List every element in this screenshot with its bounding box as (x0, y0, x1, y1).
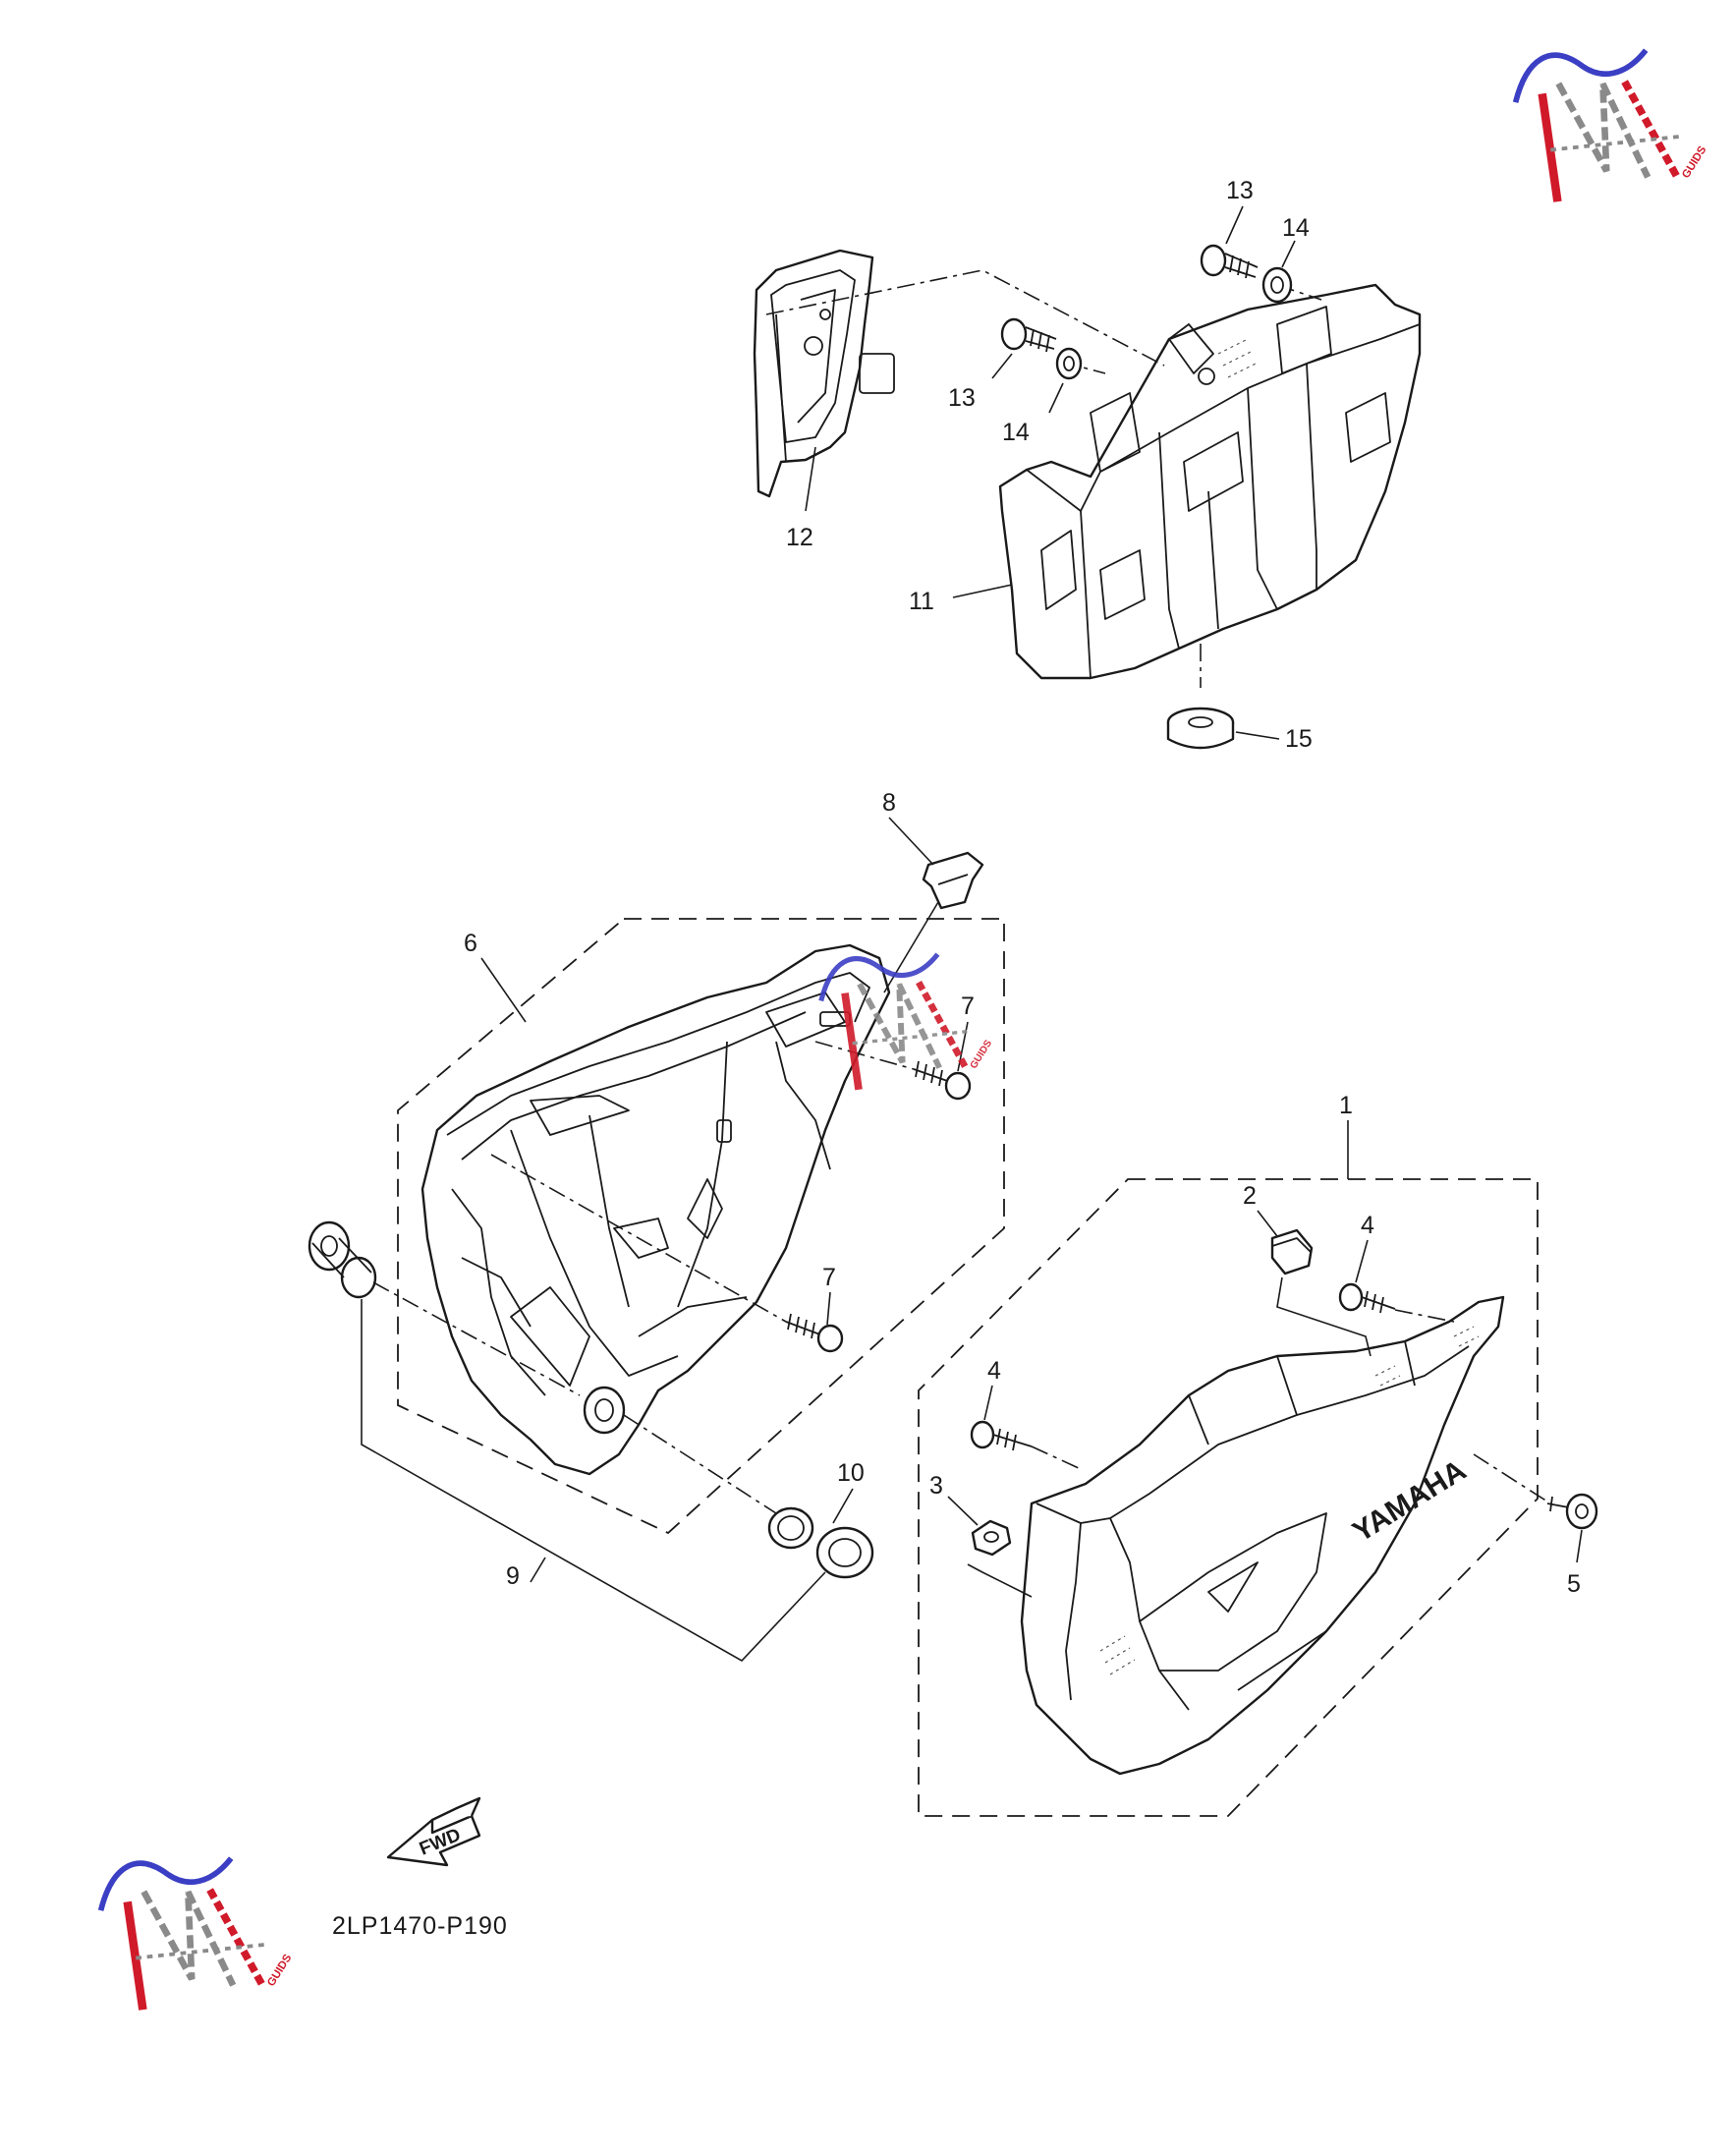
screw-4-lower (970, 1420, 1033, 1451)
leader-2 (1257, 1210, 1278, 1237)
screw-4-upper (1338, 1282, 1396, 1314)
svg-text:GUIDS: GUIDS (969, 1038, 995, 1070)
svg-text:GUIDS: GUIDS (265, 1952, 295, 1988)
watermark-logo-bottom-left: GUIDS (90, 1826, 295, 2032)
bolt-13-upper (1200, 244, 1259, 279)
damper-15 (1166, 707, 1235, 750)
leader-3 (947, 1496, 979, 1526)
callout-9: 9 (506, 1562, 520, 1590)
leader-7b (826, 1291, 831, 1326)
callout-6: 6 (464, 930, 477, 957)
washer-14-upper (1261, 266, 1293, 304)
callout-2: 2 (1243, 1182, 1257, 1210)
watermark-logo-top-right: GUIDS (1505, 18, 1709, 224)
side-cover-left-6 (420, 943, 891, 1476)
screw-7-upper (913, 1060, 972, 1101)
leader-4b (983, 1385, 993, 1421)
leader-11 (952, 584, 1013, 598)
callout-11: 11 (909, 588, 934, 615)
kit-box-1 (918, 1178, 1539, 1817)
callout-3: 3 (929, 1472, 943, 1500)
grommet-10 (767, 1506, 874, 1579)
callout-14-upper: 14 (1282, 214, 1310, 242)
leader-5 (1576, 1529, 1583, 1563)
leader-15 (1235, 731, 1280, 740)
screw4a-line (1394, 1309, 1455, 1323)
svg-text:GUIDS: GUIDS (1680, 143, 1709, 180)
nut-2 (1270, 1228, 1314, 1275)
line-8-to-cover (883, 901, 939, 993)
bracket-to-tray-line (765, 269, 1165, 367)
cover-damper-9 (308, 1220, 377, 1299)
grommet10-line (623, 1414, 777, 1514)
leader-14a (1281, 240, 1296, 268)
leader-6 (480, 957, 527, 1023)
screw-7-lower (785, 1313, 844, 1353)
diagram-code: 2LP1470-P190 (332, 1912, 508, 1940)
leader-10 (832, 1488, 854, 1524)
side-cover-right-1: YAMAHA (1020, 1295, 1505, 1776)
callout-4-lower: 4 (987, 1357, 1001, 1385)
callout-12: 12 (786, 524, 813, 551)
callout-7-lower: 7 (822, 1264, 836, 1291)
washer-14-lower (1055, 347, 1083, 380)
damper9-line (372, 1281, 581, 1396)
battery-bracket-12 (753, 249, 895, 498)
screw7b-line (490, 1154, 787, 1323)
screw7a-line (814, 1041, 915, 1070)
leader-13a (1225, 205, 1244, 245)
screw4b-line (1031, 1445, 1082, 1470)
leader-13b (991, 353, 1013, 379)
callout-10: 10 (837, 1459, 865, 1487)
leader-12 (805, 446, 816, 512)
callout-14-lower: 14 (1002, 419, 1030, 446)
battery-tray-11 (998, 283, 1422, 680)
callout-4-upper: 4 (1361, 1212, 1374, 1239)
bolt-5 (1546, 1493, 1598, 1530)
line-3-to-cover (967, 1563, 1033, 1598)
grommet-8 (922, 851, 984, 910)
bolt5-line (1473, 1453, 1548, 1502)
leader-4a (1355, 1239, 1369, 1283)
washer-3 (971, 1519, 1012, 1557)
callout-7-upper: 7 (961, 992, 975, 1020)
callout-13-lower: 13 (948, 384, 976, 412)
leader-14b (1048, 382, 1064, 414)
fwd-arrow-icon: FWD (386, 1796, 481, 1867)
callout-13-upper: 13 (1226, 177, 1254, 204)
callout-1: 1 (1339, 1092, 1353, 1119)
line-2-to-cover (1276, 1276, 1372, 1357)
kit-box-6 (397, 918, 1005, 1535)
bolt-13-lower (1000, 317, 1057, 353)
leader-8 (888, 817, 934, 866)
bracket-9 (361, 1299, 826, 1663)
leader-9 (530, 1557, 546, 1583)
callout-8: 8 (882, 789, 896, 817)
callout-15: 15 (1285, 725, 1313, 753)
callout-5: 5 (1567, 1570, 1581, 1598)
